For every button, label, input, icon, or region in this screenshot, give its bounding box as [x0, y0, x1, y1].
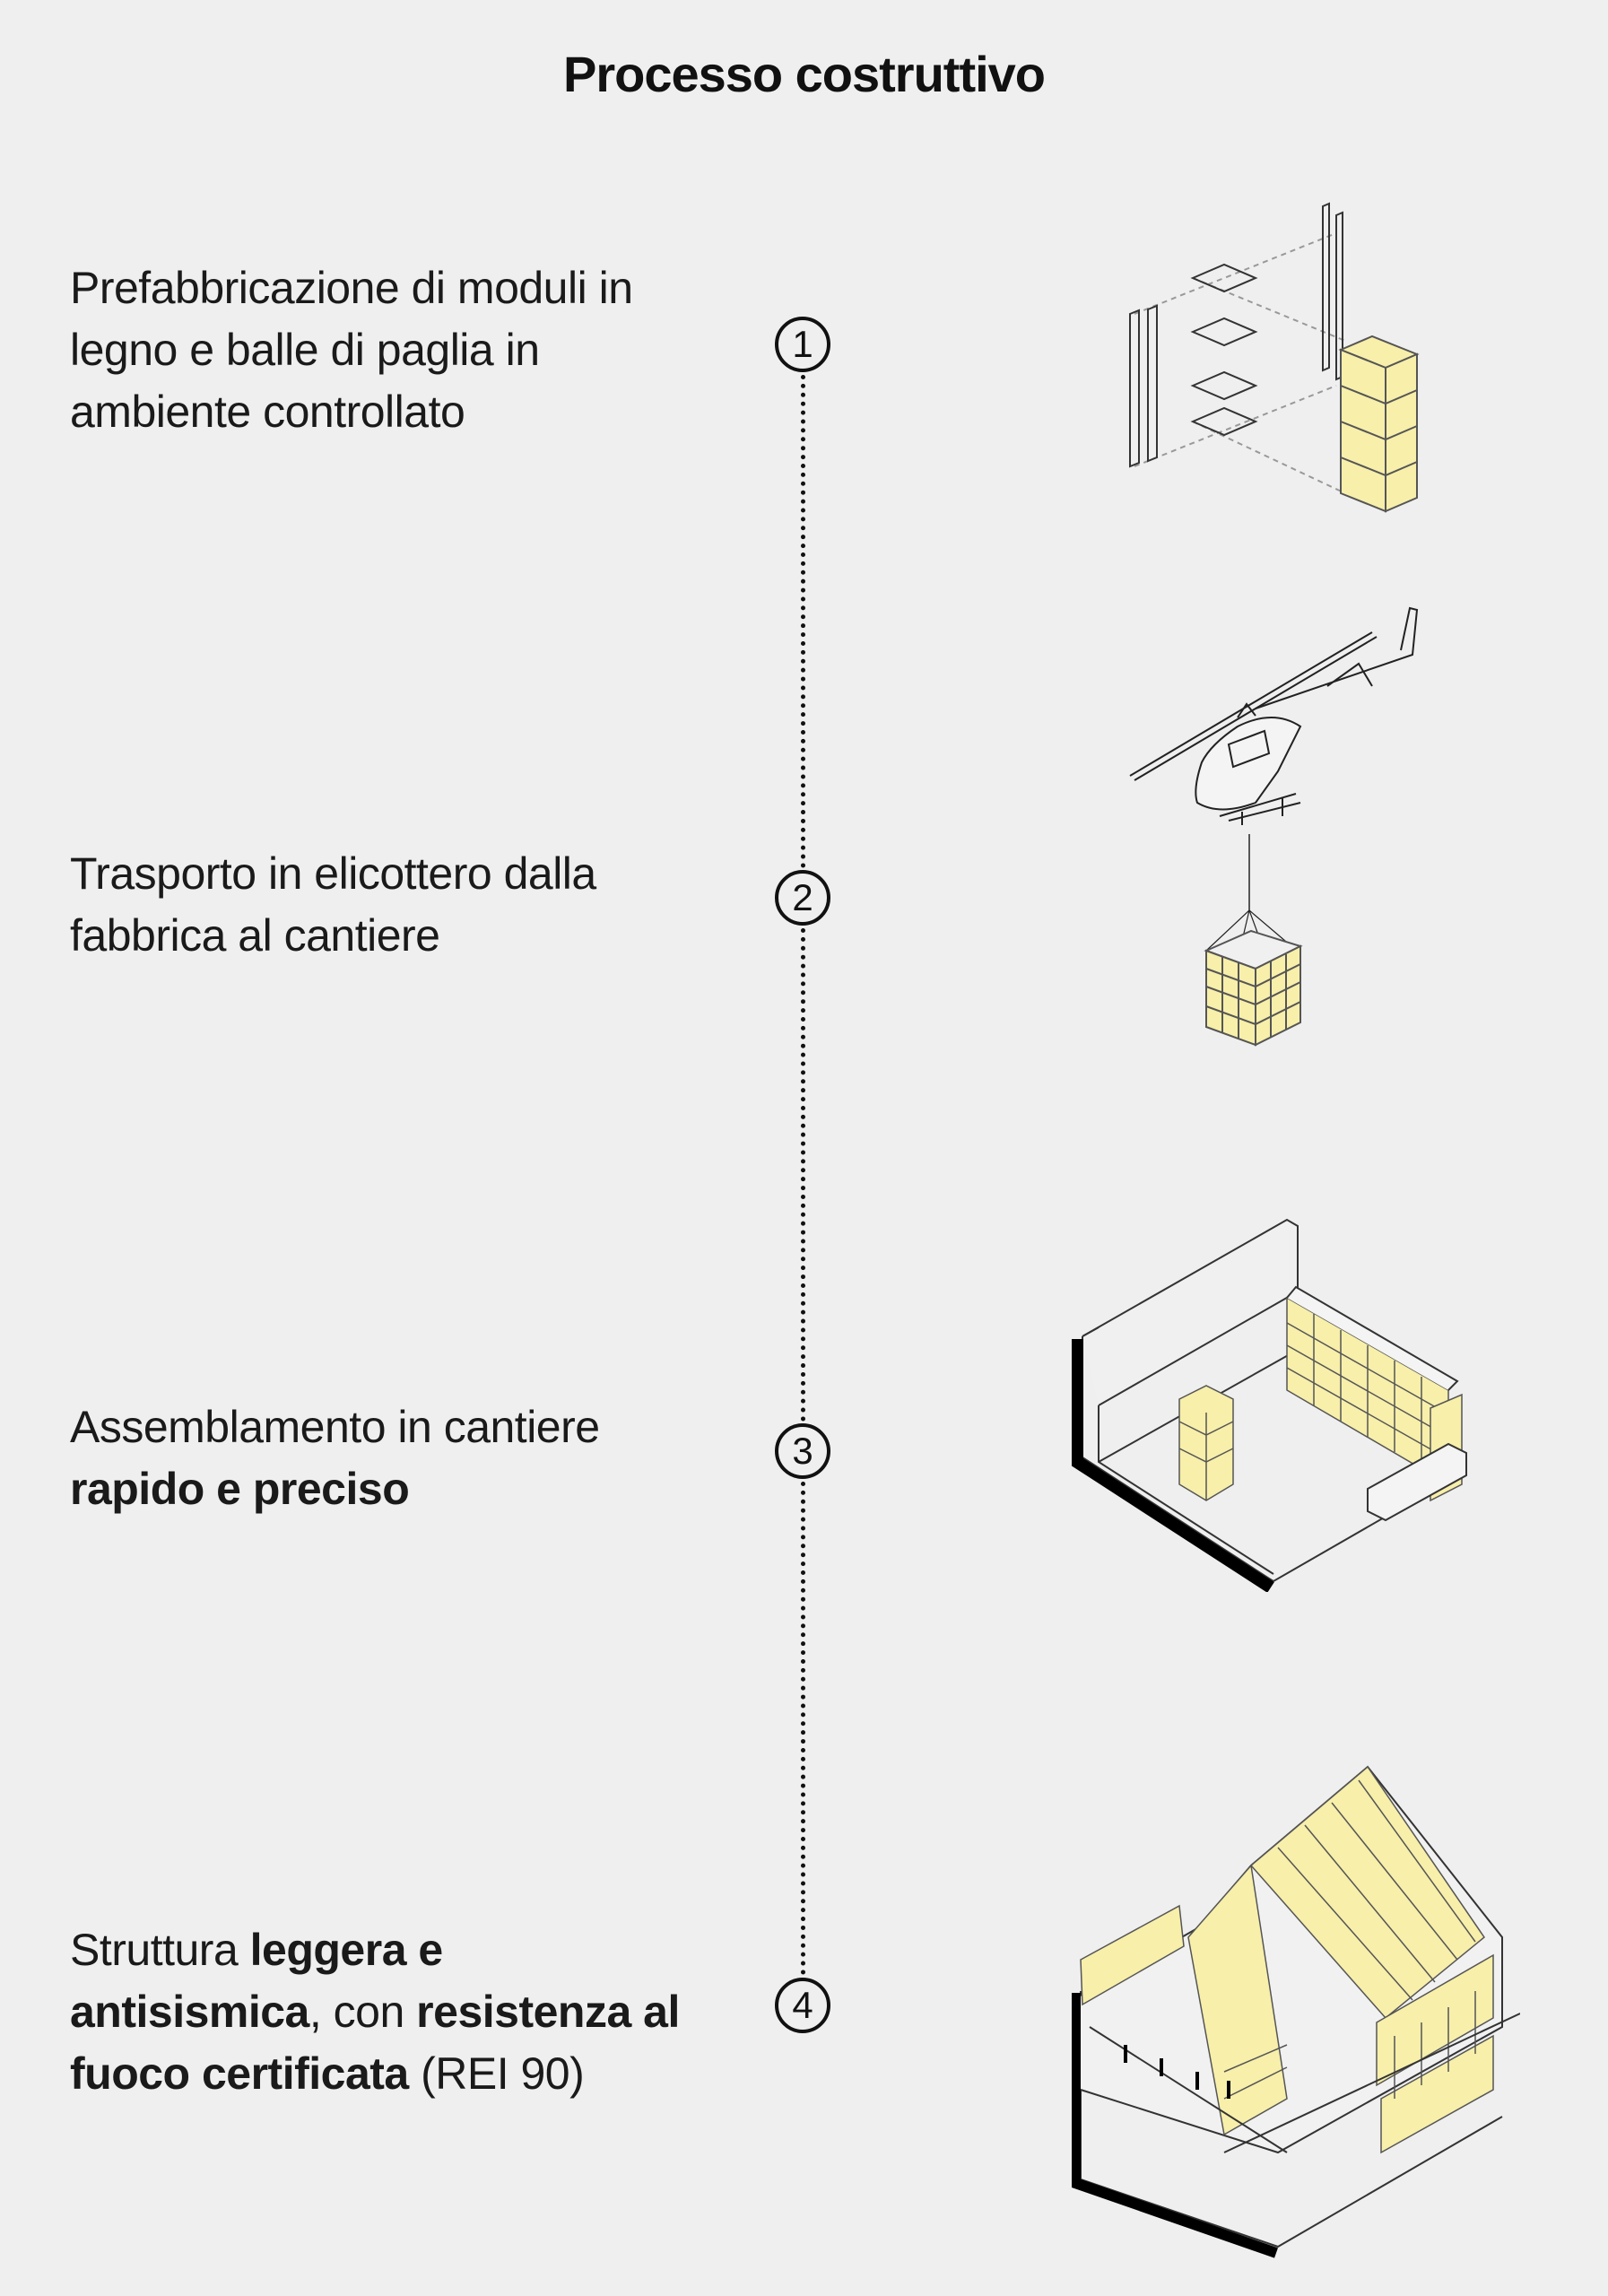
step-3-bold: rapido e preciso	[70, 1464, 410, 1514]
page-title: Processo costruttivo	[562, 46, 1046, 102]
site-assembly-illustration	[1072, 1218, 1467, 1592]
step-3-plain: Assemblamento in cantiere	[70, 1402, 600, 1452]
timeline-connector	[801, 375, 805, 868]
step-number-2: 2	[775, 870, 830, 926]
step-4-t1: Struttura	[70, 1925, 250, 1975]
helicopter-illustration	[1129, 606, 1419, 1047]
timeline-connector	[801, 928, 805, 1422]
step-4-b2: resistenza al fuoco certificata	[70, 1987, 680, 2099]
step-1-text: Prefabbricazione di moduli in legno e ba…	[70, 263, 633, 437]
step-number-1: 1	[775, 317, 830, 372]
step-4-text: Struttura leggera e antisismica, con res…	[70, 1919, 698, 2105]
step-2-text: Trasporto in elicottero dalla fabbrica a…	[70, 848, 596, 961]
prefab-modules-illustration	[1129, 202, 1420, 513]
timeline-connector	[801, 1482, 805, 1975]
step-4-t2: , con	[309, 1987, 417, 2037]
step-4-t3: (REI 90)	[408, 2048, 585, 2099]
step-number-3: 3	[775, 1423, 830, 1479]
step-number-4: 4	[775, 1978, 830, 2033]
step-4-b1: leggera e antisismica	[70, 1925, 443, 2037]
step-3-text: Assemblamento in cantiere rapido e preci…	[70, 1396, 716, 1520]
house-structure-illustration	[1072, 1765, 1520, 2258]
